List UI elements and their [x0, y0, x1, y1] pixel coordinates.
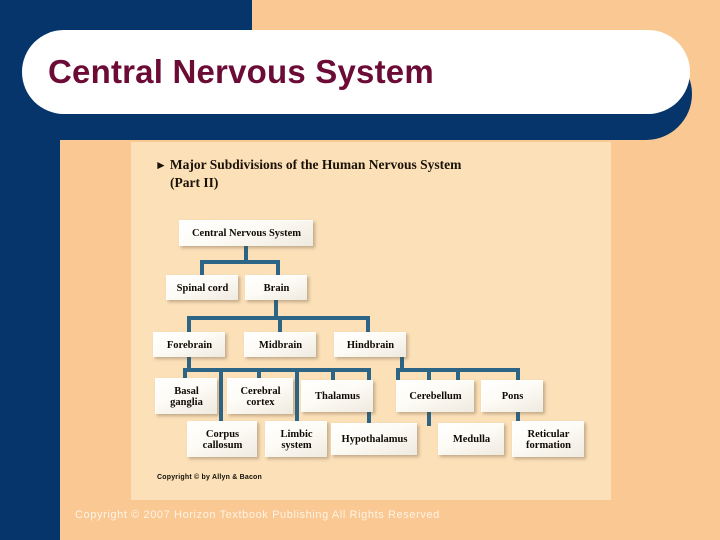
node-forebrain[interactable]: Forebrain — [153, 332, 225, 357]
connector-hindbrain-down — [400, 357, 404, 372]
connector-forebrain-up — [187, 316, 191, 334]
connector-midbrain-up — [278, 316, 282, 334]
node-spinal[interactable]: Spinal cord — [166, 275, 238, 300]
connector-brain-down — [274, 300, 278, 320]
node-brain[interactable]: Brain — [245, 275, 307, 300]
node-hindbrain[interactable]: Hindbrain — [334, 332, 406, 357]
connector-brain-up — [276, 260, 280, 277]
slide-footer: Copyright © 2007 Horizon Textbook Publis… — [75, 509, 440, 521]
diagram-credit: Copyright © by Allyn & Bacon — [157, 474, 263, 481]
connector-corpus-down — [219, 368, 223, 424]
connector-cns-down — [244, 246, 248, 264]
connector-cns-split-bar — [200, 260, 280, 264]
triangle-bullet-icon: ► — [155, 158, 167, 172]
diagram-heading-line1: Major Subdivisions of the Human Nervous … — [169, 157, 462, 172]
page-title: Central Nervous System — [48, 53, 434, 90]
connector-spinal-up — [200, 260, 204, 277]
diagram-heading-line2: (Part II) — [170, 175, 219, 190]
node-cns[interactable]: Central Nervous System — [179, 220, 313, 246]
connector-forebrain-down — [187, 357, 191, 372]
connector-thalamus-up — [331, 368, 335, 380]
diagram-heading: ►Major Subdivisions of the Human Nervous… — [155, 156, 585, 191]
node-midbrain[interactable]: Midbrain — [244, 332, 316, 357]
diagram-panel: ►Major Subdivisions of the Human Nervous… — [131, 142, 611, 500]
connector-limbic-down — [295, 368, 299, 424]
node-cerebellum[interactable]: Cerebellum — [396, 380, 474, 412]
connector-hindbrain-up — [366, 316, 370, 334]
connector-basal-up — [183, 368, 187, 380]
title-pill: Central Nervous System — [22, 30, 690, 114]
connector-forebrain-split-bar — [183, 368, 371, 372]
node-medulla[interactable]: Medulla — [438, 423, 504, 455]
connector-pons-up — [456, 368, 460, 382]
node-thalamus[interactable]: Thalamus — [301, 380, 373, 412]
connector-cortex-up — [257, 368, 261, 380]
node-hypo[interactable]: Hypothalamus — [331, 423, 417, 455]
node-pons[interactable]: Pons — [481, 380, 543, 412]
connector-cerebellum-up — [396, 368, 400, 382]
